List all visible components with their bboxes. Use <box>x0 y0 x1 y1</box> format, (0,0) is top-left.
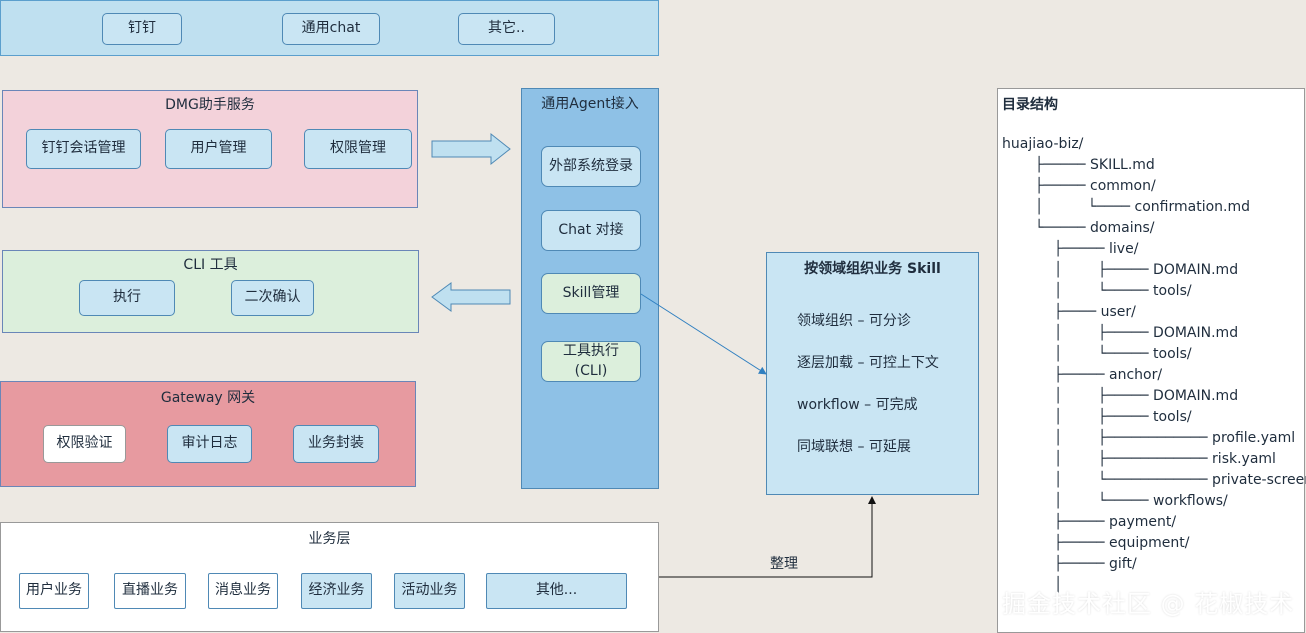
economy-business-button[interactable]: 经济业务 <box>301 573 372 609</box>
dir-line: │ ├───── DOMAIN.md <box>1054 262 1239 278</box>
skill-org-title: 按领域组织业务 Skill <box>804 261 941 277</box>
business-layer: 业务层 用户业务 直播业务 消息业务 经济业务 活动业务 其他... <box>0 522 659 632</box>
dir-line: ├──── user/ <box>1054 304 1136 320</box>
gateway: Gateway 网关 权限验证 审计日志 业务封装 <box>0 381 416 487</box>
dir-line: └───── domains/ <box>1035 220 1155 236</box>
activity-business-button[interactable]: 活动业务 <box>394 573 465 609</box>
tool-execution-button[interactable]: 工具执行 (CLI) <box>541 341 641 382</box>
dmg-title: DMG助手服务 <box>165 97 255 113</box>
dir-line: │ └──────────── private-screen.yaml <box>1054 472 1306 488</box>
cli-title: CLI 工具 <box>183 257 238 273</box>
client-channel-bar: 钉钉 通用chat 其它.. <box>0 0 659 56</box>
dir-line: │ ├──────────── risk.yaml <box>1054 451 1276 467</box>
auth-verify-button[interactable]: 权限验证 <box>43 425 126 463</box>
user-business-button[interactable]: 用户业务 <box>19 573 89 609</box>
user-management-button[interactable]: 用户管理 <box>165 129 272 169</box>
dir-line: │ <box>1054 577 1063 593</box>
dir-line: ├───── SKILL.md <box>1035 157 1155 173</box>
dir-line: │ ├───── DOMAIN.md <box>1054 325 1239 341</box>
gateway-title: Gateway 网关 <box>160 390 256 406</box>
permission-management-button[interactable]: 权限管理 <box>304 129 412 169</box>
agent-to-cli-arrow <box>431 282 511 312</box>
dir-line: ├───── equipment/ <box>1054 535 1190 551</box>
business-layer-title: 业务层 <box>308 531 351 547</box>
dir-line: │ └───── tools/ <box>1054 346 1192 362</box>
dir-line: ├───── payment/ <box>1054 514 1177 530</box>
dingtalk-session-button[interactable]: 钉钉会话管理 <box>26 129 141 169</box>
skill-to-domain-connector <box>640 293 767 375</box>
dingtalk-button[interactable]: 钉钉 <box>102 13 182 45</box>
dir-line: │ └───── tools/ <box>1054 283 1192 299</box>
audit-log-button[interactable]: 审计日志 <box>167 425 252 463</box>
skill-item-layered: 逐层加载 – 可控上下文 <box>797 355 939 371</box>
chat-integration-button[interactable]: Chat 对接 <box>541 210 641 251</box>
dir-line: huajiao-biz/ <box>1002 136 1084 152</box>
execute-button[interactable]: 执行 <box>79 280 175 316</box>
skill-item-domain: 领域组织 – 可分诊 <box>797 313 911 329</box>
dir-line: │ └───── workflows/ <box>1054 493 1228 509</box>
skill-management-button[interactable]: Skill管理 <box>541 273 641 314</box>
other-channel-button[interactable]: 其它.. <box>458 13 555 45</box>
organize-edge-label: 整理 <box>770 556 798 572</box>
dir-line: │ ├──────────── profile.yaml <box>1054 430 1296 446</box>
dir-title: 目录结构 <box>1002 97 1058 113</box>
business-to-skill-connector <box>659 496 876 578</box>
general-agent-access: 通用Agent接入 外部系统登录 Chat 对接 Skill管理 工具执行 (C… <box>521 88 659 489</box>
dmg-to-agent-arrow <box>431 132 511 166</box>
general-chat-button[interactable]: 通用chat <box>282 13 380 45</box>
message-business-button[interactable]: 消息业务 <box>208 573 278 609</box>
agent-title: 通用Agent接入 <box>541 96 639 112</box>
dir-line: ├───── live/ <box>1054 241 1139 257</box>
external-login-button[interactable]: 外部系统登录 <box>541 146 641 187</box>
directory-structure-panel: 目录结构 huajiao-biz/ ├───── SKILL.md ├─────… <box>997 88 1306 633</box>
live-business-button[interactable]: 直播业务 <box>114 573 186 609</box>
business-wrap-button[interactable]: 业务封装 <box>293 425 379 463</box>
dir-line: ├───── gift/ <box>1054 556 1137 572</box>
cli-tool: CLI 工具 执行 二次确认 <box>2 250 419 333</box>
skill-item-workflow: workflow – 可完成 <box>797 397 918 413</box>
watermark: 掘金技术社区 @ 花椒技术 <box>1002 590 1295 618</box>
dmg-assistant-service: DMG助手服务 钉钉会话管理 用户管理 权限管理 <box>2 90 418 208</box>
dir-line: │ ├───── tools/ <box>1054 409 1192 425</box>
dir-line: │ └──── confirmation.md <box>1035 199 1250 215</box>
other-business-button[interactable]: 其他... <box>486 573 627 609</box>
dir-line: │ ├───── DOMAIN.md <box>1054 388 1239 404</box>
double-confirm-button[interactable]: 二次确认 <box>231 280 314 316</box>
dir-line: ├───── anchor/ <box>1054 367 1163 383</box>
dir-line: ├───── common/ <box>1035 178 1156 194</box>
skill-by-domain-box: 按领域组织业务 Skill 领域组织 – 可分诊 逐层加载 – 可控上下文 wo… <box>766 252 979 495</box>
skill-item-association: 同域联想 – 可延展 <box>797 439 911 455</box>
